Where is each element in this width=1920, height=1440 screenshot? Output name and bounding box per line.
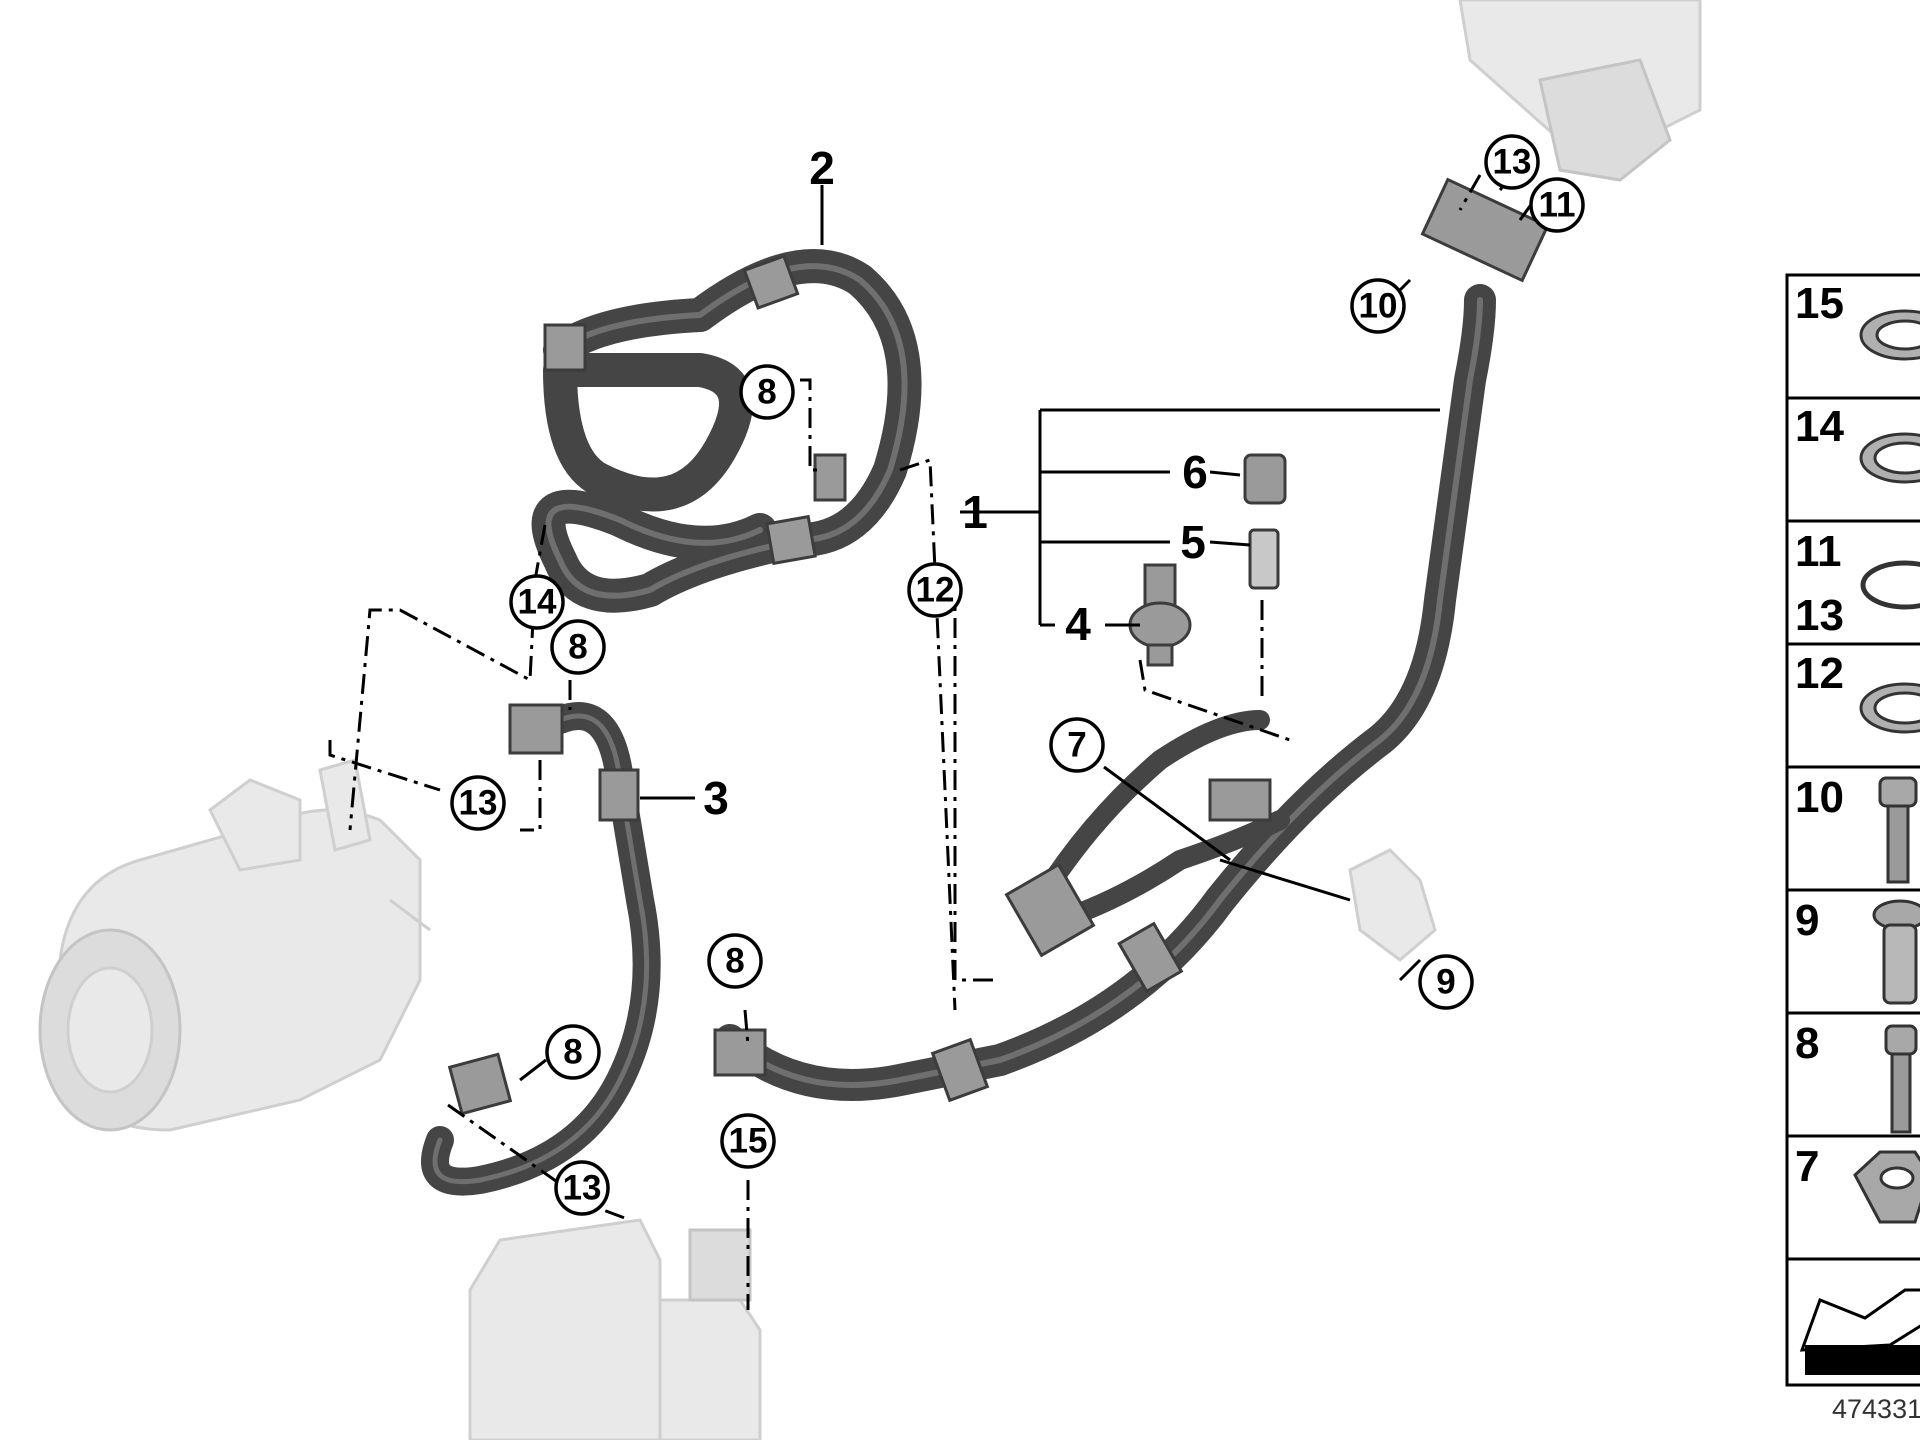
label-6: 6 (1182, 446, 1208, 498)
svg-text:8: 8 (757, 373, 776, 412)
svg-text:10: 10 (1359, 287, 1398, 326)
legend-arrow-symbol (1799, 1288, 1920, 1375)
label-2: 2 (809, 142, 835, 194)
callout-8b: 8 (550, 619, 606, 675)
svg-text:12: 12 (1795, 649, 1844, 698)
svg-text:7: 7 (1795, 1142, 1819, 1191)
svg-text:15: 15 (1795, 279, 1844, 328)
callout-12: 12 (907, 562, 963, 618)
svg-text:9: 9 (1436, 963, 1455, 1002)
legend-item-9: 9 (1795, 896, 1920, 1005)
label-5: 5 (1180, 516, 1206, 568)
callout-15: 15 (720, 1113, 776, 1169)
hose-loop-2 (531, 249, 922, 613)
legend-item-7: 7 (1795, 1142, 1920, 1224)
callout-13a: 13 (450, 775, 506, 831)
cap-6 (1243, 453, 1287, 505)
callout-8c: 8 (707, 933, 763, 989)
svg-text:13: 13 (459, 784, 498, 823)
dash-lines (328, 174, 1547, 1310)
label-4: 4 (1065, 598, 1091, 650)
callout-11: 11 (1529, 177, 1585, 233)
svg-text:10: 10 (1795, 773, 1844, 822)
pressure-sensor-4 (1128, 563, 1192, 667)
callout-9: 9 (1418, 954, 1474, 1010)
callout-8a: 8 (739, 364, 795, 420)
svg-text:14: 14 (518, 583, 557, 622)
callout-13c: 13 (1484, 134, 1540, 190)
legend-item-11-13: 11 13 (1795, 527, 1920, 640)
svg-text:9: 9 (1795, 896, 1819, 945)
legend-item-14: 14 (1795, 402, 1920, 484)
svg-text:13: 13 (1795, 591, 1844, 640)
legend-panel: 15 14 11 13 12 10 9 8 (1785, 273, 1920, 1387)
callout-13b: 13 (554, 1160, 610, 1216)
svg-text:7: 7 (1067, 726, 1086, 765)
condenser-ghost (1458, 0, 1702, 182)
legend-item-8: 8 (1795, 1019, 1918, 1134)
leader-lines (519, 159, 1562, 1082)
svg-text:8: 8 (563, 1033, 582, 1072)
label-1: 1 (962, 486, 988, 538)
hose-3 (421, 702, 661, 1196)
hose-main-1 (713, 177, 1550, 1103)
legend-item-10: 10 (1795, 773, 1918, 884)
callout-8d: 8 (545, 1024, 601, 1080)
svg-text:13: 13 (1493, 143, 1532, 182)
svg-text:13: 13 (563, 1169, 602, 1208)
bracket-ghost (1348, 848, 1437, 962)
compressor-ghost (38, 758, 431, 1132)
svg-text:11: 11 (1795, 527, 1842, 576)
svg-text:11: 11 (1539, 186, 1576, 225)
dryer-ghost (468, 1218, 762, 1440)
figure-number: 474331 (1832, 1394, 1920, 1424)
legend-item-12: 12 (1795, 649, 1920, 734)
svg-text:14: 14 (1795, 402, 1844, 451)
label-3: 3 (703, 772, 729, 824)
callout-7: 7 (1049, 717, 1105, 773)
svg-text:12: 12 (916, 571, 955, 610)
svg-text:15: 15 (729, 1122, 768, 1161)
legend-item-15: 15 (1795, 279, 1920, 361)
svg-text:8: 8 (568, 628, 587, 667)
svg-text:8: 8 (1795, 1019, 1819, 1068)
callout-10: 10 (1350, 278, 1406, 334)
callout-14: 14 (509, 574, 565, 630)
valve-core-5 (1248, 528, 1280, 590)
svg-text:8: 8 (725, 942, 744, 981)
